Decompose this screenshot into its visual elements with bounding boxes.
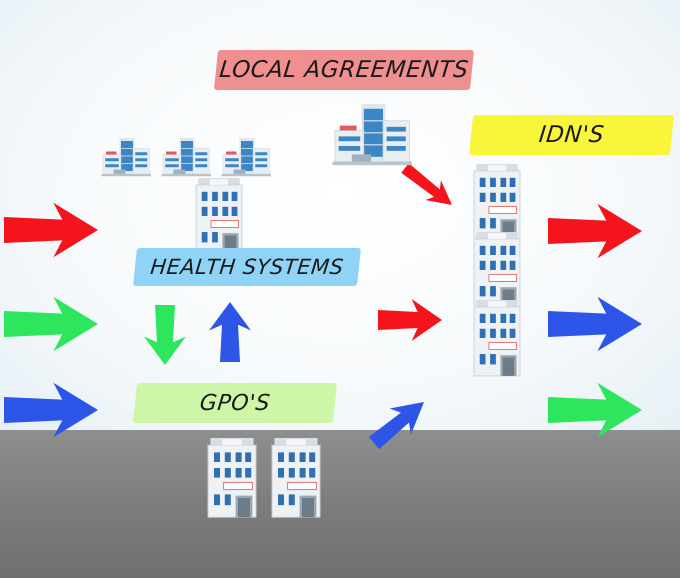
gpo-to-health-blue-arrow-icon — [209, 302, 251, 362]
gpos-label: GPO'S — [132, 383, 338, 423]
local-agreements-text: LOCAL AGREEMENTS — [218, 57, 470, 83]
clinic-building-icon — [473, 163, 521, 241]
gpos-text: GPO'S — [198, 390, 272, 416]
incoming-green-arrow-icon — [4, 296, 98, 352]
clinic-building-icon — [473, 299, 521, 377]
idns-label: IDN'S — [468, 115, 675, 155]
outgoing-red-arrow-icon — [548, 203, 642, 259]
local-agreements-label: LOCAL AGREEMENTS — [213, 50, 475, 90]
health-to-gpo-green-arrow-icon — [144, 305, 186, 365]
hospital-building-icon — [161, 137, 212, 177]
idns-text: IDN'S — [537, 122, 606, 148]
health-to-idn-red-arrow-icon — [378, 299, 442, 341]
gpo-to-idn-blue-arrow-icon — [368, 401, 425, 450]
health-systems-label: HEALTH SYSTEMS — [133, 248, 361, 286]
incoming-red-arrow-icon — [4, 202, 98, 258]
clinic-building-icon — [195, 177, 243, 255]
hospital-building-icon — [221, 137, 272, 177]
clinic-building-icon — [207, 437, 257, 518]
local-to-idn-red-arrow-icon — [401, 163, 453, 206]
incoming-blue-arrow-icon — [4, 382, 98, 438]
outgoing-blue-arrow-icon — [548, 296, 642, 352]
background-floor — [0, 430, 680, 578]
outgoing-green-arrow-icon — [548, 382, 642, 438]
health-systems-text: HEALTH SYSTEMS — [149, 255, 345, 279]
hospital-building-icon — [332, 103, 413, 166]
clinic-building-icon — [271, 437, 321, 518]
hospital-building-icon — [101, 137, 152, 177]
clinic-building-icon — [473, 231, 521, 309]
